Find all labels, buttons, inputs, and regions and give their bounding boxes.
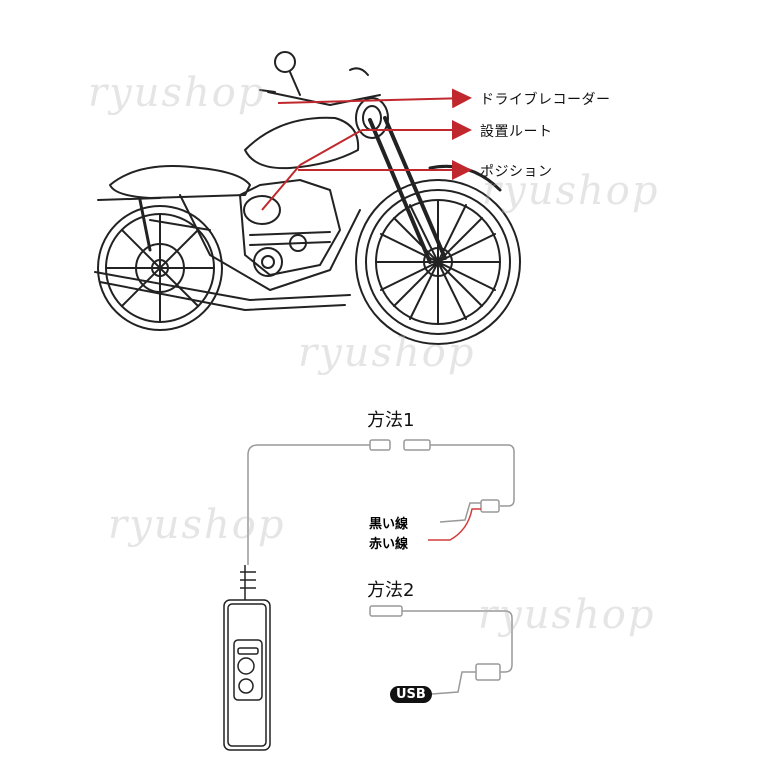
callout-position-label: ポジション <box>480 164 553 180</box>
method1-wiring <box>247 439 515 565</box>
method2-title: 方法2 <box>367 580 415 601</box>
watermark: ryushop <box>482 168 660 214</box>
watermark: ryushop <box>298 330 476 376</box>
watermark: ryushop <box>108 502 286 548</box>
dashcam-arrow <box>277 88 472 109</box>
watermark: ryushop <box>478 592 656 638</box>
method1-title: 方法1 <box>367 410 415 431</box>
method2-wiring <box>369 605 513 695</box>
usb-label: USB <box>390 686 432 703</box>
control-box <box>223 565 271 751</box>
front-wheel <box>355 179 521 345</box>
callout-route-label: 設置ルート <box>480 124 553 140</box>
callout-dashcam-label: ドライブレコーダー <box>480 92 611 108</box>
route-arrow <box>261 120 472 211</box>
rear-wheel <box>97 205 223 331</box>
red-wire-label: 赤い線 <box>369 537 409 552</box>
watermark: ryushop <box>88 70 266 116</box>
motorcycle-illustration <box>94 51 521 345</box>
callout-arrows <box>261 88 472 211</box>
black-wire-label: 黒い線 <box>369 517 409 532</box>
